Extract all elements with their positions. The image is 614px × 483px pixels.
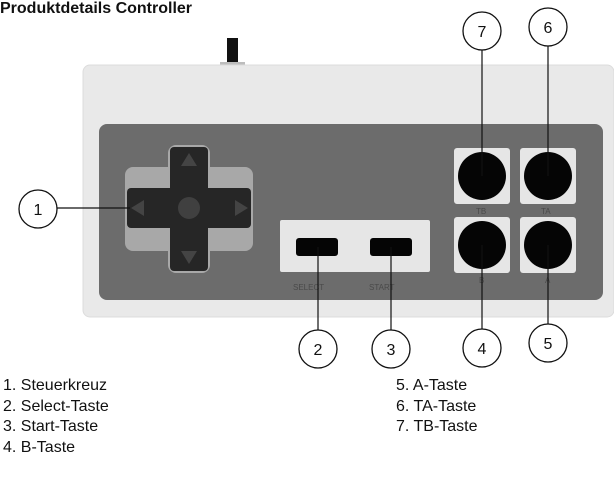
legend-item-select: 2. Select-Taste <box>3 397 109 415</box>
callout-4-number: 4 <box>478 341 487 358</box>
callout-1-circle <box>18 189 58 229</box>
callout-6-circle <box>528 7 568 47</box>
tb-label: TB <box>476 207 486 216</box>
legend-left: 1. Steuerkreuz 2. Select-Taste 3. Start-… <box>3 376 109 458</box>
legend-item-start: 3. Start-Taste <box>3 418 99 435</box>
callout-2-circle <box>298 329 338 369</box>
dpad-center <box>178 197 200 219</box>
select-label: SELECT <box>293 283 324 292</box>
callout-7-number: 7 <box>478 24 487 41</box>
dpad-up-arrow-icon <box>181 153 197 166</box>
legend-item-ta: 6. TA-Taste <box>396 397 477 415</box>
callout-1-number: 1 <box>34 202 43 219</box>
callout-5-circle <box>528 323 568 363</box>
callout-7-circle <box>462 11 502 51</box>
select-button <box>296 238 338 256</box>
callout-3-number: 3 <box>387 342 396 359</box>
legend-item-b: 4. B-Taste <box>3 438 76 456</box>
legend-item-steuerkreuz: 1. Steuerkreuz <box>3 377 108 394</box>
legend-item-a: 5. A-Taste <box>396 377 468 394</box>
dpad-left-arrow-icon <box>131 200 144 216</box>
callout-2-number: 2 <box>314 342 323 359</box>
dpad <box>125 145 253 273</box>
controller-cable <box>227 38 238 64</box>
dpad-down-arrow-icon <box>181 251 197 264</box>
start-label: START <box>369 283 395 292</box>
callout-4-circle <box>462 328 502 368</box>
legend-item-tb: 7. TB-Taste <box>396 418 478 435</box>
page-title: Produktdetails Controller <box>0 0 193 17</box>
callout-3-circle <box>371 329 411 369</box>
legend-right: 5. A-Taste 6. TA-Taste 7. TB-Taste <box>396 376 478 438</box>
dpad-right-arrow-icon <box>235 200 248 216</box>
callout-5-number: 5 <box>544 336 553 353</box>
callout-6-number: 6 <box>544 20 553 37</box>
ta-label: TA <box>541 207 551 216</box>
